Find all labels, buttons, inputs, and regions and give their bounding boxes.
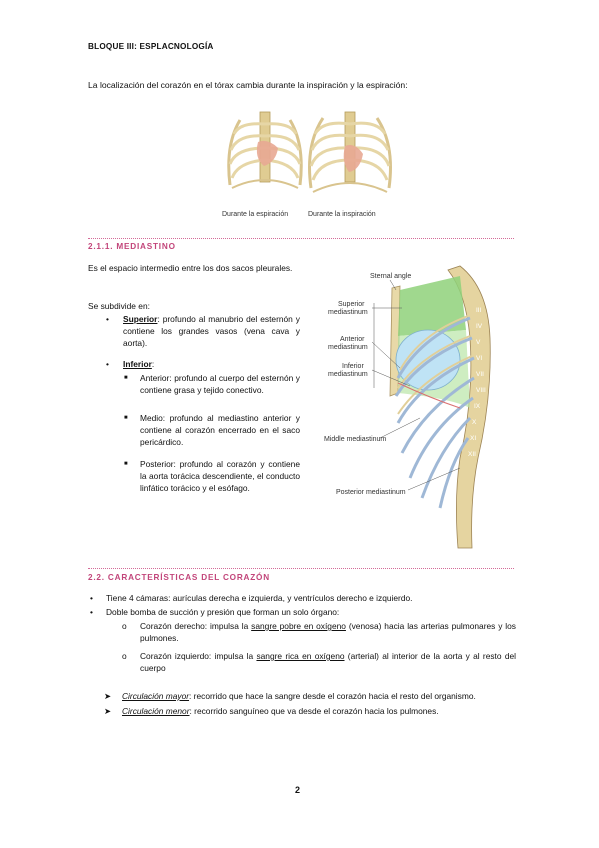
sublist-corazon-derecho: Corazón derecho: impulsa la sangre pobre… [140,621,516,643]
square-bullet: ■ [124,415,128,421]
section-divider [88,568,514,569]
bullet-camaras: Tiene 4 cámaras: aurículas derecha e izq… [106,593,413,603]
circle-bullet: o [122,651,127,661]
bullet-dot: • [106,359,109,369]
section-title-mediastino: 2.1.1. MEDIASTINO [88,242,176,251]
ribcage-expiration [227,111,303,189]
subdivision-intro: Se subdivide en: [88,301,150,311]
vertebra-labels: III IV V VI VII VIII IX X XI XII [468,307,486,458]
vertebra-label: XI [470,435,476,442]
square-bullet: ■ [124,461,128,467]
label-middle: Middle mediastinum [324,436,386,443]
page-number: 2 [295,785,301,795]
list-item-inferior: Inferior: [123,359,155,369]
list-item-superior: Superior: profundo al manubrio del ester… [123,313,300,349]
mediastinum-figure: Sternal angle Superior mediastinum Anter… [310,258,515,550]
superior-mediastinum-zone [398,276,466,336]
bullet-dot: • [106,314,109,324]
section-title-caracteristicas: 2.2. CARACTERÍSTICAS DEL CORAZÓN [88,573,270,582]
bullet-dot: • [90,607,93,617]
vertebra-label: XII [468,451,476,458]
vertebra-label: VI [476,355,482,362]
superior-text: : profundo al manubrio del esternón y co… [123,314,300,348]
square-bullet: ■ [124,375,128,381]
vertebra-label: III [476,307,482,314]
label-inferior: Inferior [342,363,364,370]
caption-expiration: Durante la espiración [222,211,289,218]
ribcage-figure: Durante la espiración Durante la inspira… [210,100,400,225]
label-sternal-angle: Sternal angle [370,273,411,280]
page-header: BLOQUE III: ESPLACNOLOGÍA [88,42,214,51]
arrow-bullet-icon: ➤ [104,691,112,701]
sublist-item-anterior: Anterior: profundo al cuerpo del esternó… [140,373,300,395]
ribcage-inspiration [308,111,392,193]
bullet-doble-bomba: Doble bomba de succión y presión que for… [106,607,340,617]
circulacion-mayor: Circulación mayor: recorrido que hace la… [122,691,476,701]
vertebra-label: VIII [476,387,486,394]
circle-bullet: o [122,621,127,631]
sublist-item-medio: Medio: profundo al mediastino anterior y… [140,413,300,447]
vertebra-label: IX [474,403,481,410]
sublist-item-posterior: Posterior: profundo al corazón y contien… [140,459,300,493]
vertebra-label: IV [476,323,483,330]
sublist-corazon-izquierdo: Corazón izquierdo: impulsa la sangre ric… [140,651,516,673]
svg-text:mediastinum: mediastinum [328,344,368,351]
caption-inspiration: Durante la inspiración [308,211,376,218]
vertebra-label: X [472,419,477,426]
bullet-dot: • [90,593,93,603]
superior-label: Superior [123,314,158,324]
vertebra-label: VII [476,371,484,378]
intro-text: La localización del corazón en el tórax … [88,80,408,90]
mediastino-definition: Es el espacio intermedio entre los dos s… [88,263,293,273]
svg-text:mediastinum: mediastinum [328,371,368,378]
label-superior: Superior [338,301,365,308]
arrow-bullet-icon: ➤ [104,706,112,716]
section-divider [88,238,514,239]
ribcage-illustration [227,111,392,193]
label-anterior: Anterior [340,336,365,343]
vertebra-label: V [476,339,481,346]
inferior-label: Inferior [123,359,152,369]
label-posterior: Posterior mediastinum [336,489,406,496]
mediastinum-diagram: Sternal angle Superior mediastinum Anter… [310,258,515,550]
circulacion-menor: Circulación menor: recorrido sanguíneo q… [122,706,439,716]
svg-text:mediastinum: mediastinum [328,309,368,316]
